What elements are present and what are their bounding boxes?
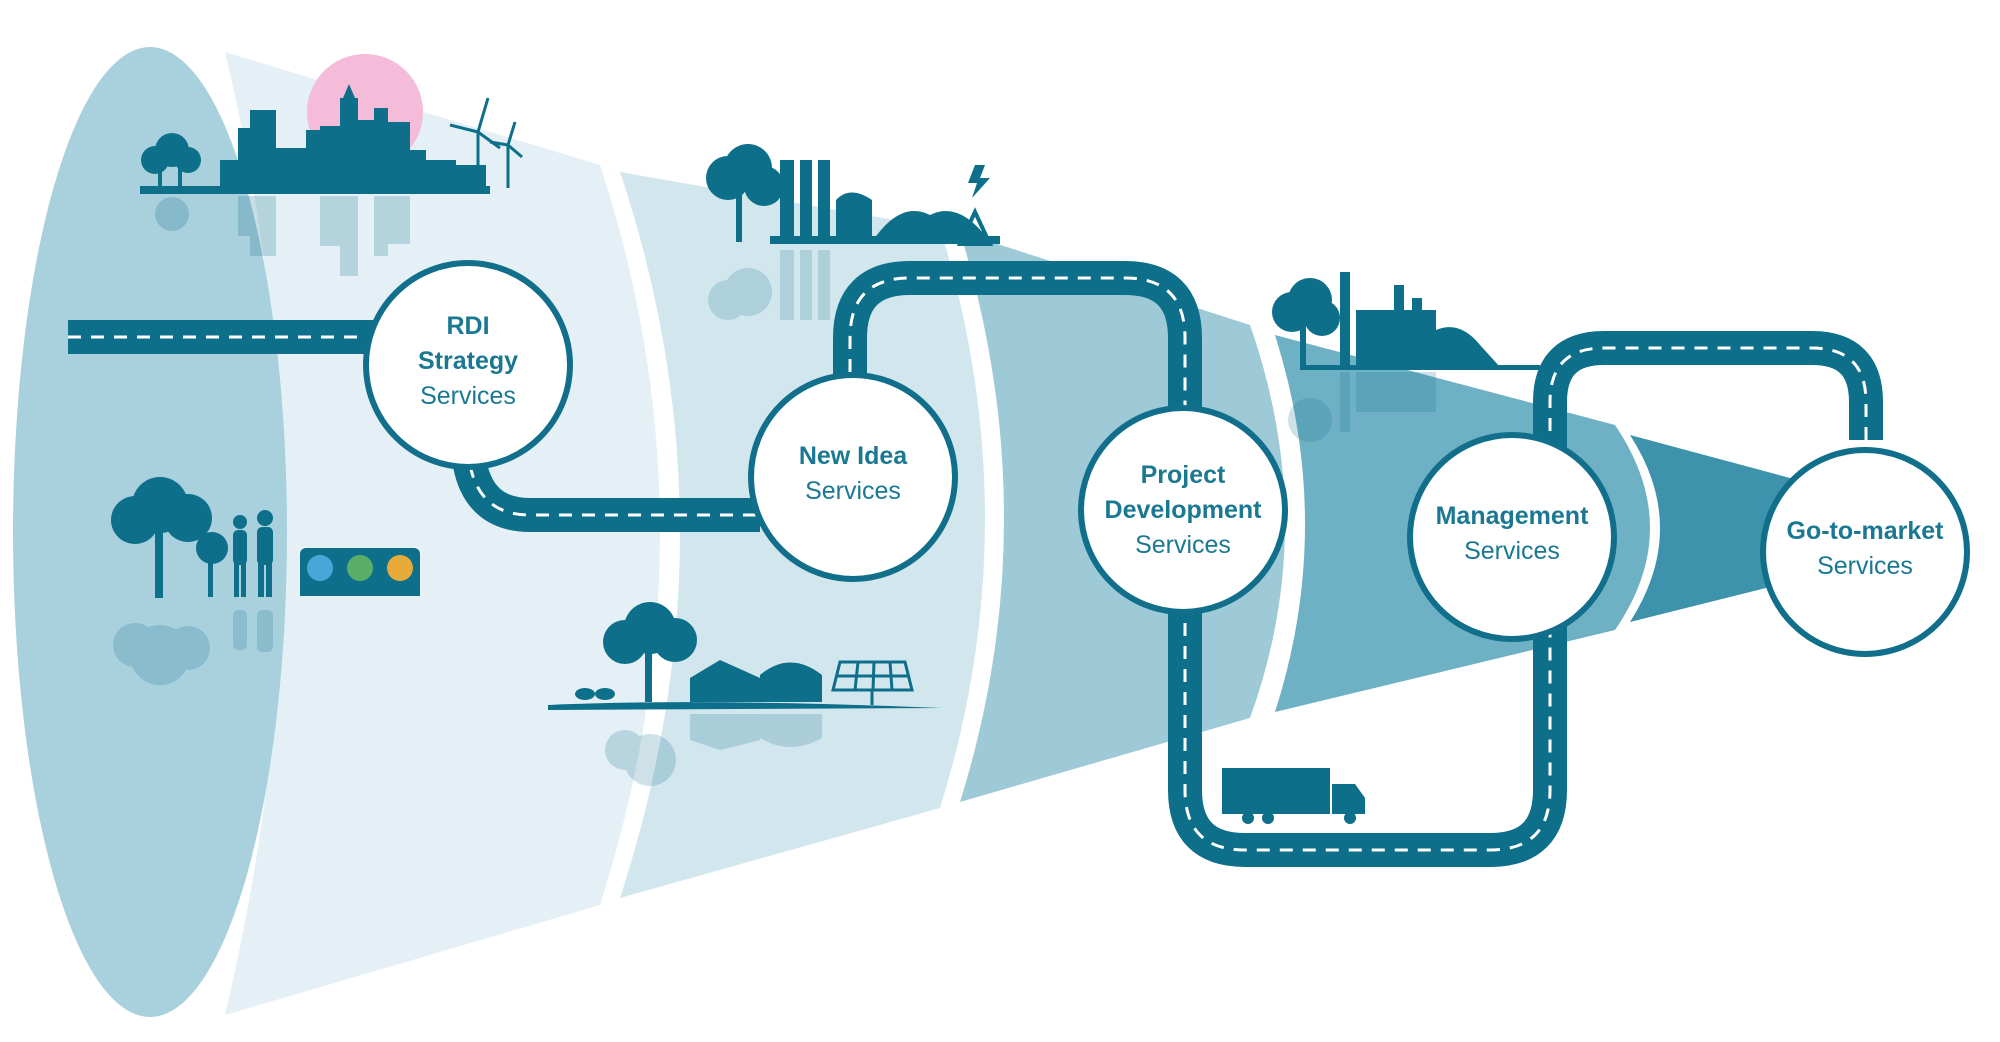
city-skyline-icon — [140, 84, 490, 194]
trees-icon — [111, 477, 228, 598]
node-circle — [748, 372, 958, 582]
farm-reflection — [605, 714, 822, 786]
node-line: RDI — [446, 312, 489, 340]
node-line: Services — [420, 382, 516, 410]
node-circle — [363, 260, 573, 470]
wind-turbine-icon — [449, 97, 523, 188]
city-reflection — [155, 196, 410, 276]
park-scene — [111, 477, 420, 685]
lightning-icon — [968, 165, 990, 198]
people-icon — [233, 510, 273, 597]
node-line: Strategy — [418, 347, 518, 375]
node-line: Go-to-market — [1787, 517, 1945, 545]
node-line: Services — [1817, 552, 1913, 580]
funnel-segment-6 — [1630, 435, 1790, 622]
node-project-development[interactable]: Project Development Services — [1078, 405, 1288, 615]
industry-scene — [706, 144, 1000, 320]
industry-reflection-2 — [1288, 372, 1436, 442]
factory-icon — [1300, 272, 1540, 370]
node-rdi-strategy[interactable]: RDI Strategy Services — [363, 260, 573, 470]
trees-icon — [1272, 278, 1340, 367]
truck-icon — [1222, 768, 1365, 824]
funnel-segment-2 — [225, 52, 660, 1015]
factory-icon — [770, 160, 1000, 246]
node-new-idea[interactable]: New Idea Services — [748, 372, 958, 582]
industry-reflection — [708, 250, 830, 320]
node-circle — [1078, 405, 1288, 615]
industry-scene-2 — [1272, 272, 1540, 442]
node-management[interactable]: Management Services — [1407, 432, 1617, 642]
node-line: New Idea — [799, 442, 908, 470]
node-line: Services — [805, 477, 901, 505]
node-line: Project — [1141, 461, 1226, 489]
node-line: Services — [1464, 537, 1560, 565]
city-scene — [140, 54, 523, 276]
node-go-to-market[interactable]: Go-to-market Services — [1760, 447, 1970, 657]
road-center-line — [68, 276, 1868, 852]
node-circle — [1407, 432, 1617, 642]
farm-scene — [548, 602, 942, 786]
node-line: Management — [1436, 502, 1589, 530]
node-line: Development — [1105, 496, 1263, 524]
node-circle — [1760, 447, 1970, 657]
node-line: Services — [1135, 531, 1231, 559]
recycle-bins-icon — [300, 548, 420, 596]
trees-icon — [603, 602, 697, 702]
park-reflection — [113, 610, 273, 685]
solar-panel-icon — [831, 660, 914, 705]
farm-icon — [548, 660, 942, 710]
trees-icon — [706, 144, 784, 242]
